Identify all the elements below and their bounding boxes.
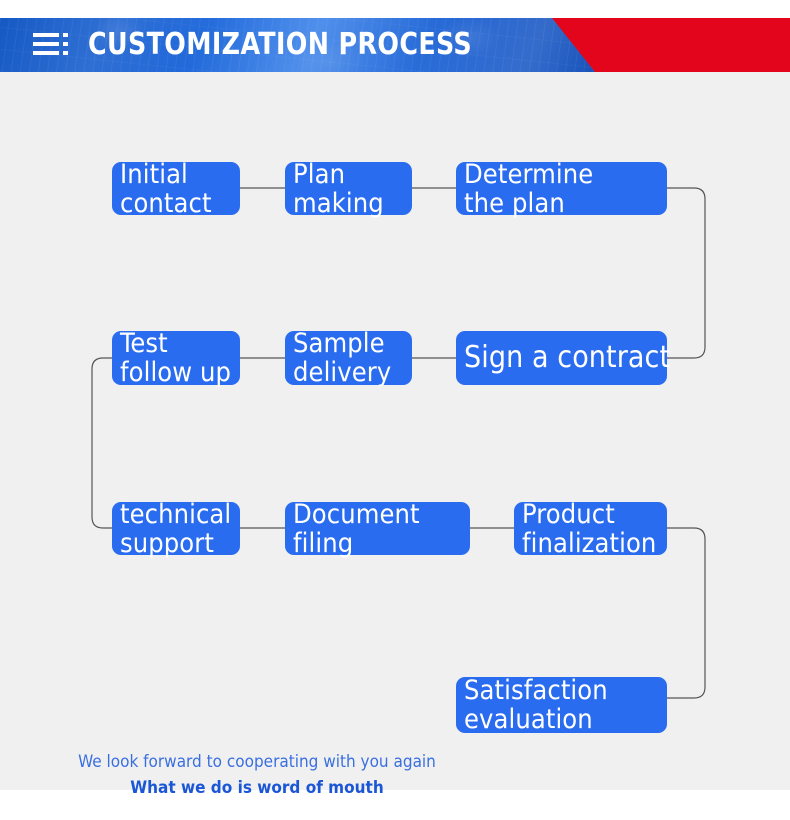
process-node-label: Sign a contract <box>464 340 671 375</box>
process-node-determine-the-plan[interactable]: Determine the plan <box>456 158 667 219</box>
process-node-plan-making[interactable]: Plan making <box>285 158 412 219</box>
menu-dot-2 <box>63 42 68 46</box>
connector-test-to-technical <box>91 357 112 529</box>
process-node-label: Sample delivery <box>293 328 392 388</box>
process-node-sample-delivery[interactable]: Sample delivery <box>285 328 412 388</box>
process-node-sign-a-contract[interactable]: Sign a contract <box>456 331 671 385</box>
hamburger-menu-icon[interactable] <box>33 31 69 58</box>
process-node-label: technical support <box>120 498 232 559</box>
page-title: CUSTOMIZATION PROCESS <box>88 27 473 62</box>
process-node-initial-contact[interactable]: Initial contact <box>112 158 240 219</box>
slogan-line-1: We look forward to cooperating with you … <box>78 752 436 772</box>
page-banner <box>0 18 790 72</box>
menu-dot-1 <box>63 33 68 37</box>
connector-product-to-satisfaction <box>667 527 706 699</box>
process-node-test-follow-up[interactable]: Test follow up <box>112 328 240 388</box>
process-node-label: Document filing <box>293 498 420 559</box>
connector-determine-to-sign <box>667 187 706 359</box>
process-node-label: Plan making <box>293 158 384 219</box>
menu-bar-3 <box>33 51 59 55</box>
banner-blue-panel <box>0 18 595 72</box>
menu-bar-2 <box>33 42 59 46</box>
process-node-label: Initial contact <box>120 158 212 219</box>
process-canvas: Initial contact Plan making Determine the … <box>0 72 790 798</box>
process-node-product-finalization[interactable]: Product finalization <box>514 498 667 559</box>
process-node-label: Satisfaction evaluation <box>464 675 608 735</box>
menu-bar-1 <box>33 33 59 37</box>
process-node-technical-support[interactable]: technical support <box>112 498 240 559</box>
process-node-document-filing[interactable]: Document filing <box>285 498 470 559</box>
process-node-label: Determine the plan <box>464 158 594 219</box>
slogan-line-2: What we do is word of mouth <box>130 778 384 798</box>
process-node-label: Test follow up <box>120 328 232 388</box>
menu-dot-3 <box>63 51 68 55</box>
banner-photo-texture <box>0 18 595 72</box>
process-node-label: Product finalization <box>522 498 657 559</box>
process-node-satisfaction-evaluation[interactable]: Satisfaction evaluation <box>456 675 667 735</box>
